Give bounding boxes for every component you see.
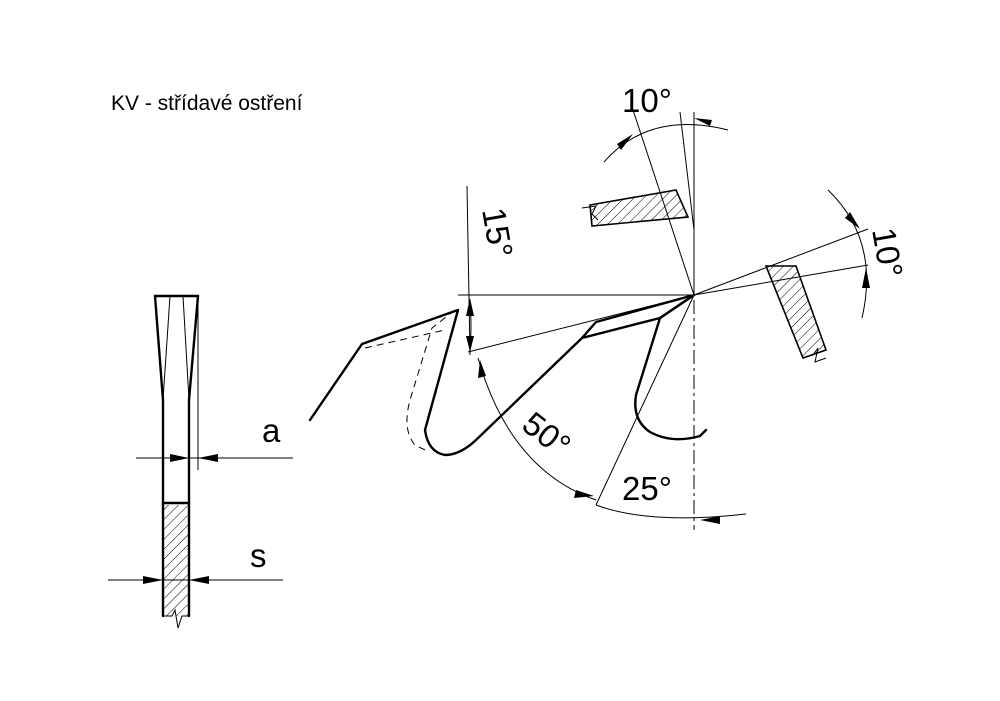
tooth-geometry: 10° 10° 15° 50° 25° <box>308 82 910 530</box>
blade-side-view <box>153 294 200 629</box>
blade-body-hatch <box>163 505 189 616</box>
tooth-section-top <box>589 189 690 227</box>
label-angle-25: 25° <box>622 470 672 507</box>
tooth-section-right <box>764 265 828 360</box>
drawing-title: KV - střídavé ostření <box>111 92 303 115</box>
label-s: s <box>250 537 267 574</box>
label-angle-10-top: 10° <box>622 82 672 119</box>
label-a: a <box>262 412 281 449</box>
dimension-s: s <box>108 537 283 584</box>
label-angle-50: 50° <box>516 404 578 464</box>
label-angle-10-right: 10° <box>865 225 910 281</box>
label-angle-15: 15° <box>475 205 520 261</box>
dimension-a: a <box>136 296 293 470</box>
